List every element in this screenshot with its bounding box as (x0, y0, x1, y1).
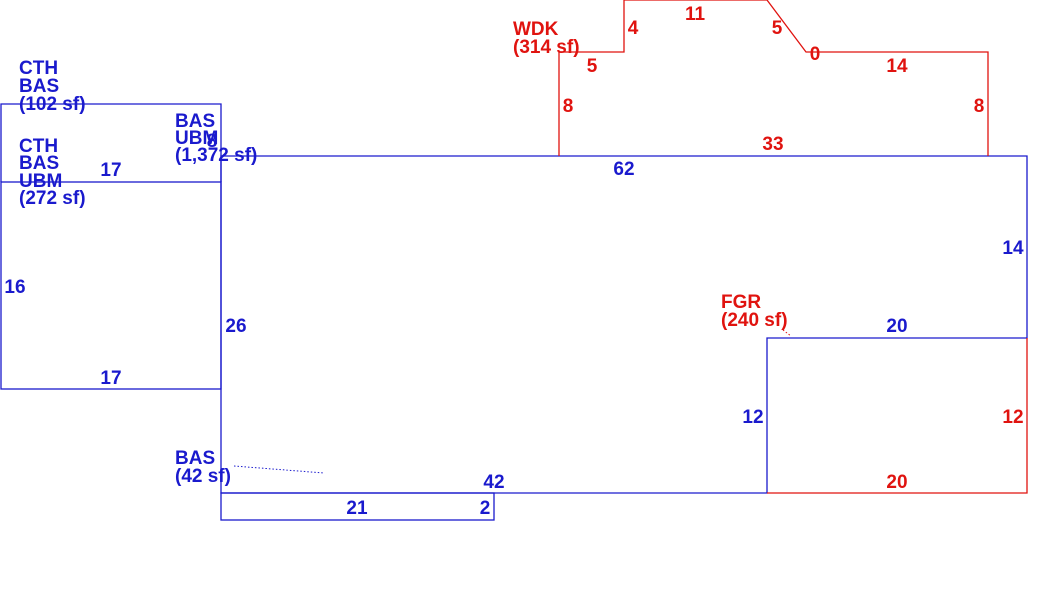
area-code: UBM (19, 171, 62, 192)
wdk-outline (558, 0, 989, 156)
dimension-label: 5 (772, 18, 783, 39)
dimension-label: 11 (685, 4, 706, 25)
area-label-wdk: WDK (314 sf) (513, 19, 580, 58)
dimension-label: 20 (886, 472, 907, 493)
addition-outlines (558, 0, 1028, 494)
dimension-label: 4 (628, 18, 639, 39)
fgr-leader-line (782, 329, 792, 337)
dimension-label: 12 (742, 407, 763, 428)
area-label-cth-bas-ubm: CTH BAS UBM (272 sf) (19, 136, 86, 209)
dimension-label: 62 (613, 159, 634, 180)
fgr-outline (767, 338, 1028, 494)
dimension-label: 14 (1002, 238, 1024, 259)
area-size: (42 sf) (175, 466, 231, 487)
area-size: (314 sf) (513, 37, 580, 58)
bas-small-outline (220, 492, 495, 521)
dimension-label: 0 (810, 44, 821, 65)
dimension-label: 17 (100, 368, 121, 389)
area-code: BAS (175, 448, 215, 469)
area-code: WDK (513, 19, 559, 40)
area-label-bas-small: BAS (42 sf) (175, 448, 231, 487)
dimension-label: 26 (225, 316, 246, 337)
dimension-label: 14 (886, 56, 908, 77)
dimension-label: 42 (483, 472, 504, 493)
dimension-label: 17 (100, 160, 121, 181)
dimension-label: 16 (4, 277, 25, 298)
area-code: CTH (19, 58, 58, 79)
area-label-bas-ubm: BAS UBM (1,372 sf) (175, 111, 257, 166)
dimension-label: 21 (346, 498, 368, 519)
dimension-label: 8 (207, 131, 218, 152)
dimension-label: 2 (480, 498, 491, 519)
addition-dimensions: 5 4 11 5 0 14 8 8 33 12 20 (563, 4, 1024, 493)
area-code: BAS (19, 153, 59, 174)
area-code: BAS (175, 111, 215, 132)
dimension-label: 20 (886, 316, 907, 337)
cth-bas-outline (0, 103, 222, 182)
area-code: BAS (19, 76, 59, 97)
area-size: (240 sf) (721, 310, 788, 331)
area-code: FGR (721, 292, 761, 313)
dimension-label: 33 (762, 134, 783, 155)
dimension-label: 8 (974, 96, 985, 117)
area-label-fgr: FGR (240 sf) (721, 292, 788, 331)
structure-outlines (0, 103, 1028, 521)
area-size: (102 sf) (19, 94, 86, 115)
area-label-cth-bas: CTH BAS (102 sf) (19, 58, 86, 115)
cth-bas-ubm-outline (0, 181, 222, 390)
dimension-label: 5 (587, 56, 598, 77)
area-code: CTH (19, 136, 58, 157)
area-size: (272 sf) (19, 188, 86, 209)
area-size: (1,372 sf) (175, 145, 257, 166)
dimension-label: 8 (563, 96, 574, 117)
bas-small-leader-line (233, 465, 325, 474)
area-code: UBM (175, 128, 218, 149)
structure-dimensions: 17 16 17 8 62 26 42 14 21 2 20 12 (4, 131, 1024, 519)
dimension-label: 12 (1002, 407, 1023, 428)
